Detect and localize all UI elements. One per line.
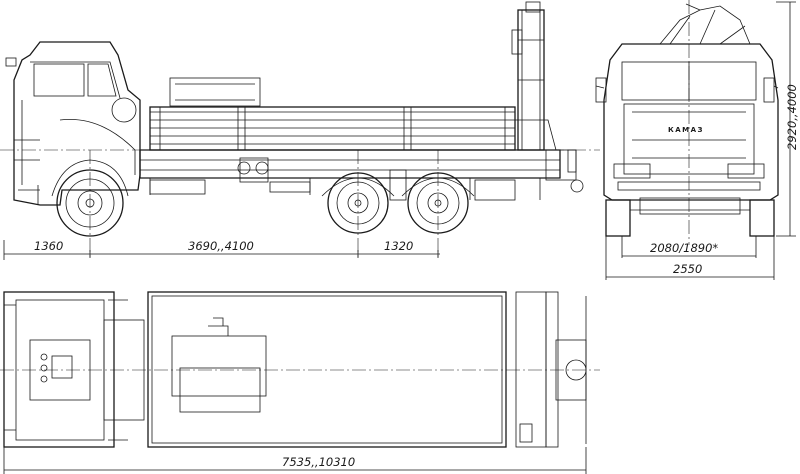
overall-length-label: 7535,,10310 (282, 455, 355, 469)
side-view (0, 1, 600, 260)
height-label: 2920,,4000 (785, 84, 799, 150)
front-overhang-label: 1360 (34, 239, 63, 253)
brand-logo: КАМАЗ (668, 126, 704, 134)
track-width-label: 2080/1890* (650, 241, 718, 255)
overall-width-label: 2550 (673, 262, 702, 276)
front-view (595, 0, 796, 280)
rear-axle-spacing-label: 1320 (384, 239, 413, 253)
wheelbase-label: 3690,,4100 (188, 239, 254, 253)
top-view (0, 291, 600, 474)
